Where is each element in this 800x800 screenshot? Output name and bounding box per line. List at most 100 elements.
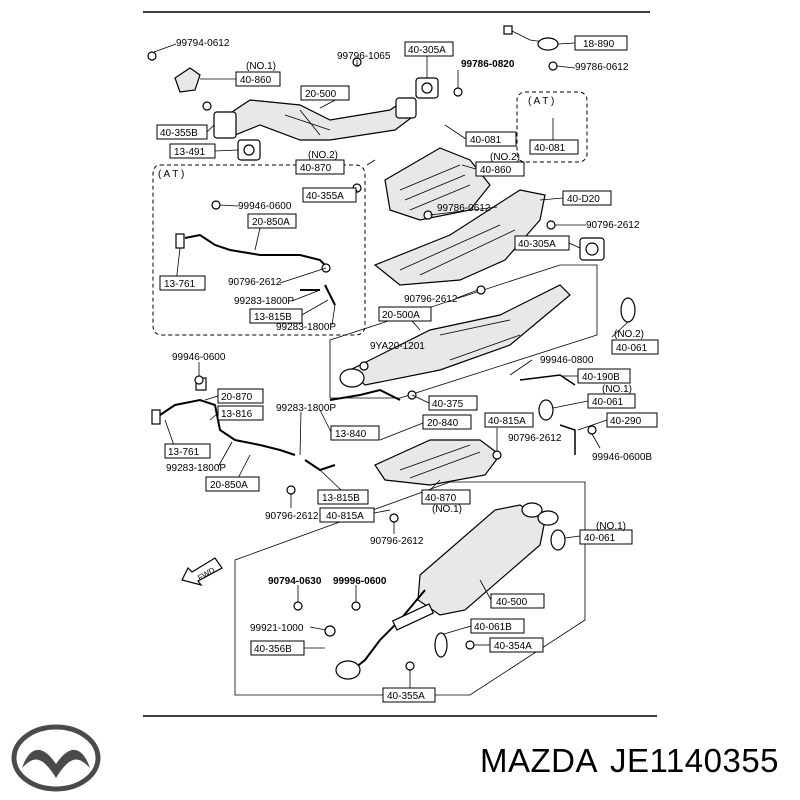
label-40-870-top: 40-870	[300, 163, 332, 174]
oxygen-sensor-18-890	[503, 25, 559, 51]
label-40-081a: 40-081	[470, 135, 502, 146]
hanger-rubber-no2	[620, 297, 636, 323]
label-99946-0600b: 99946-0600B	[592, 452, 652, 463]
label-20-500a: 20-500A	[382, 310, 420, 321]
label-99283-1800p-d: 99283-1800P	[276, 403, 336, 414]
label-99786-0820: 99786-0820	[461, 59, 515, 70]
at-hose-pipe	[175, 233, 336, 306]
label-99946-0600-a: 99946-0600	[238, 201, 292, 212]
label-40-081b: 40-081	[534, 143, 566, 154]
hanger-rubber-no1	[538, 399, 554, 421]
label-40-290: 40-290	[610, 416, 642, 427]
label-18-890: 18-890	[583, 39, 615, 50]
label-99794-0612: 99794-0612	[176, 38, 230, 49]
label-90796-2612-f: 90796-2612	[370, 536, 424, 547]
label-20-850a-top: 20-850A	[252, 217, 290, 228]
label-99921-1000: 99921-1000	[250, 623, 304, 634]
label-13-761-low: 13-761	[168, 447, 200, 458]
label-40-375: 40-375	[432, 399, 464, 410]
label-40-305a-top: 40-305A	[408, 45, 446, 56]
part-footer: MAZDA JE1140355	[480, 742, 791, 780]
label-13-761-top: 13-761	[164, 279, 196, 290]
label-20-500: 20-500	[305, 89, 337, 100]
label-9ya20-1201: 9YA20-1201	[370, 341, 425, 352]
label-40-860a: 40-860	[240, 75, 272, 86]
label-90796-2612-c: 90796-2612	[404, 294, 458, 305]
label-20-870: 20-870	[221, 392, 253, 403]
at-right-region	[516, 91, 588, 163]
part-number: JE1140355	[610, 742, 780, 779]
label-40-815a-r: 40-815A	[488, 416, 526, 427]
label-40-061c: 40-061	[584, 533, 616, 544]
label-90796-2612-e: 90796-2612	[265, 511, 319, 522]
label-40-860b: 40-860	[480, 165, 512, 176]
heat-shield-no1	[174, 67, 201, 93]
label-40-870-low: 40-870	[425, 493, 457, 504]
label-13-815b-low: 13-815B	[322, 493, 360, 504]
label-no1-b: (NO.1)	[602, 384, 632, 395]
label-40-305a-mid: 40-305A	[518, 239, 556, 250]
label-40-061b-low: 40-061B	[474, 622, 512, 633]
label-13-816: 13-816	[221, 409, 253, 420]
label-40-354a: 40-354A	[494, 641, 532, 652]
gasket-40-305a-top	[415, 77, 439, 99]
main-muffler	[335, 502, 559, 680]
label-99996-0600: 99996-0600	[333, 576, 387, 587]
label-99283-1800p-c: 99283-1800P	[166, 463, 226, 474]
label-90796-2612-d: 90796-2612	[508, 433, 562, 444]
label-40-355b: 40-355B	[160, 128, 198, 139]
label-99283-1800p-a: 99283-1800P	[234, 296, 294, 307]
catalyst-pipe	[339, 284, 571, 388]
label-90796-2612-a: 90796-2612	[228, 277, 282, 288]
label-99283-1800p-b: 99283-1800P	[276, 322, 336, 333]
label-40-500: 40-500	[496, 597, 528, 608]
mazda-logo-icon	[11, 724, 101, 792]
label-99946-0800: 99946-0800	[540, 355, 594, 366]
label-no1-c: (NO.1)	[432, 504, 462, 515]
label-40-190b: 40-190B	[582, 372, 620, 383]
bracket-40-290	[559, 424, 576, 455]
label-13-491: 13-491	[174, 147, 206, 158]
gasket-40-305a-mid	[579, 237, 605, 261]
label-13-815b-top: 13-815B	[254, 312, 292, 323]
label-99796-1065: 99796-1065	[337, 51, 391, 62]
front-exhaust-pipe	[213, 97, 417, 141]
heat-shield-no2	[384, 147, 491, 221]
label-no1-a: (NO.1)	[246, 61, 276, 72]
front-pipe-frame	[329, 264, 598, 399]
bracket-40-190b	[519, 374, 576, 386]
label-40-061b: 40-061	[592, 397, 624, 408]
heat-shield-40-870	[374, 439, 501, 486]
brand-name: MAZDA	[480, 742, 598, 779]
label-13-840: 13-840	[335, 429, 367, 440]
hanger-rubber-no1-low	[550, 529, 566, 551]
label-no2-b: (NO.2)	[490, 152, 520, 163]
label-99786-0612-top: 99786-0612	[575, 62, 629, 73]
label-boxes	[156, 35, 659, 703]
label-40-d20: 40-D20	[567, 194, 600, 205]
label-no2-a: (NO.2)	[308, 150, 338, 161]
label-40-355a-low: 40-355A	[387, 691, 425, 702]
label-40-815a-low: 40-815A	[326, 511, 364, 522]
catalyst-shield	[373, 189, 546, 286]
gasket-13-491	[237, 139, 261, 161]
label-20-840: 20-840	[427, 418, 459, 429]
label-40-061a: 40-061	[616, 343, 648, 354]
label-20-850a-low: 20-850A	[210, 480, 248, 491]
label-90796-2612-b: 90796-2612	[586, 220, 640, 231]
fwd-arrow-icon: FWD	[181, 557, 223, 587]
label-99786-0612-mid: 99786-0612	[437, 203, 491, 214]
muffler-frame	[234, 481, 586, 696]
label-99946-0600-b: 99946-0600	[172, 352, 226, 363]
label-at-left: ( A T )	[158, 169, 184, 180]
label-at-top: ( A T )	[528, 96, 554, 107]
part-labels: 99794-0612 (NO.1) 40-860 20-500 99796-10…	[158, 38, 652, 702]
label-no2-c: (NO.2)	[614, 329, 644, 340]
label-40-356b: 40-356B	[254, 644, 292, 655]
leader-lines	[153, 42, 629, 690]
at-left-region	[152, 164, 366, 336]
label-no1-d: (NO.1)	[596, 521, 626, 532]
label-90794-0630: 90794-0630	[268, 576, 322, 587]
bolts	[147, 51, 597, 671]
